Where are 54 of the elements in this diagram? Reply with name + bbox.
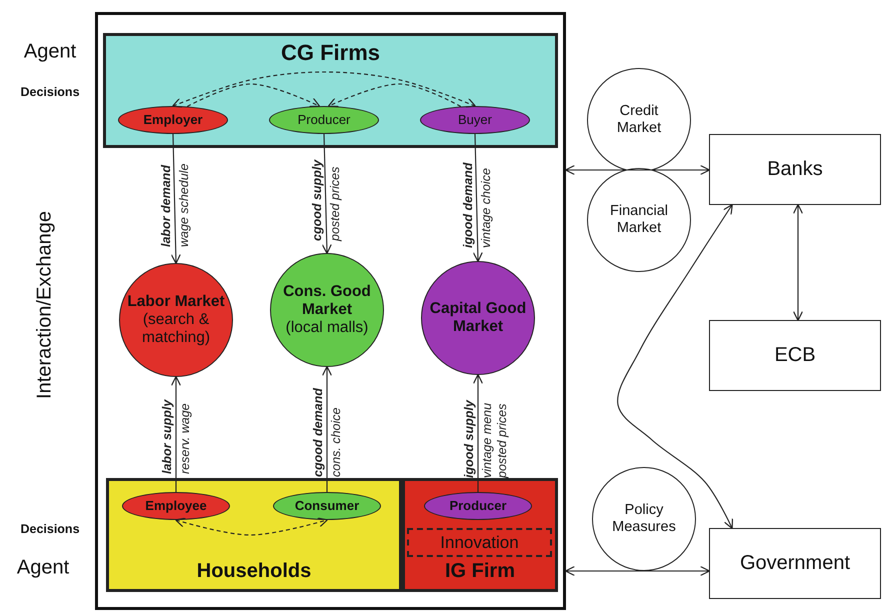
node-label: Financial Market — [608, 203, 670, 237]
node-label: Labor Market — [127, 293, 225, 312]
edge-label: cgood supply posted prices — [310, 159, 342, 240]
group-box — [106, 478, 402, 592]
node-label: Cons. Good Market — [282, 283, 372, 319]
arrow — [328, 83, 462, 108]
node-label: Producer — [449, 498, 507, 514]
agent-box — [709, 134, 881, 205]
agent-box — [709, 320, 881, 391]
arrow — [472, 374, 484, 492]
node-label: Innovation — [440, 532, 519, 552]
edge-label: labor supply reserv. wage — [160, 400, 193, 474]
row-label: Decisions — [20, 85, 80, 99]
arrow — [172, 71, 476, 108]
row-label: Agent — [24, 40, 76, 64]
arrow — [170, 134, 181, 264]
node-label: Employee — [145, 498, 207, 514]
node-label: Households — [196, 560, 312, 583]
group-box — [103, 33, 558, 148]
node-label: Producer — [298, 112, 350, 128]
arrow — [170, 376, 182, 492]
edge-label: igood demand vintage choice — [460, 162, 494, 248]
edge-label: cgood demand cons. choice — [311, 388, 344, 476]
group-box — [402, 478, 558, 592]
node-label: Policy Measures — [611, 502, 677, 536]
row-label: Decisions — [20, 522, 80, 536]
arrow — [322, 134, 332, 254]
node-label: Capital Good Market — [428, 300, 528, 336]
arrow — [792, 204, 804, 322]
node-note: (search & matching) — [140, 311, 212, 347]
arrow — [186, 83, 320, 108]
node-note: (local malls) — [286, 318, 368, 337]
node-label: ECB — [774, 344, 816, 367]
process-box — [407, 528, 552, 557]
node-label: Banks — [767, 158, 823, 181]
axis-label: Interaction/Exchange — [34, 211, 56, 399]
frame-box — [95, 12, 566, 610]
arrow — [472, 134, 483, 262]
node-label: Employer — [143, 112, 203, 128]
arrow — [174, 517, 328, 536]
arrow — [617, 204, 734, 529]
agent-box — [709, 528, 881, 599]
node-label: Consumer — [294, 498, 360, 514]
node-label: CG Firms — [280, 40, 380, 66]
arrow — [564, 566, 710, 576]
edge-label: labor demand wage schedule — [158, 163, 192, 246]
edge-label: igood supply vintage menu posted prices — [462, 398, 510, 478]
node-label: Buyer — [458, 112, 492, 128]
arrow — [564, 164, 710, 176]
row-label: Agent — [16, 556, 70, 580]
node-label: Government — [740, 552, 850, 575]
node-label: IG Firm — [444, 560, 515, 583]
arrow — [322, 366, 332, 492]
node-label: Credit Market — [616, 103, 662, 137]
